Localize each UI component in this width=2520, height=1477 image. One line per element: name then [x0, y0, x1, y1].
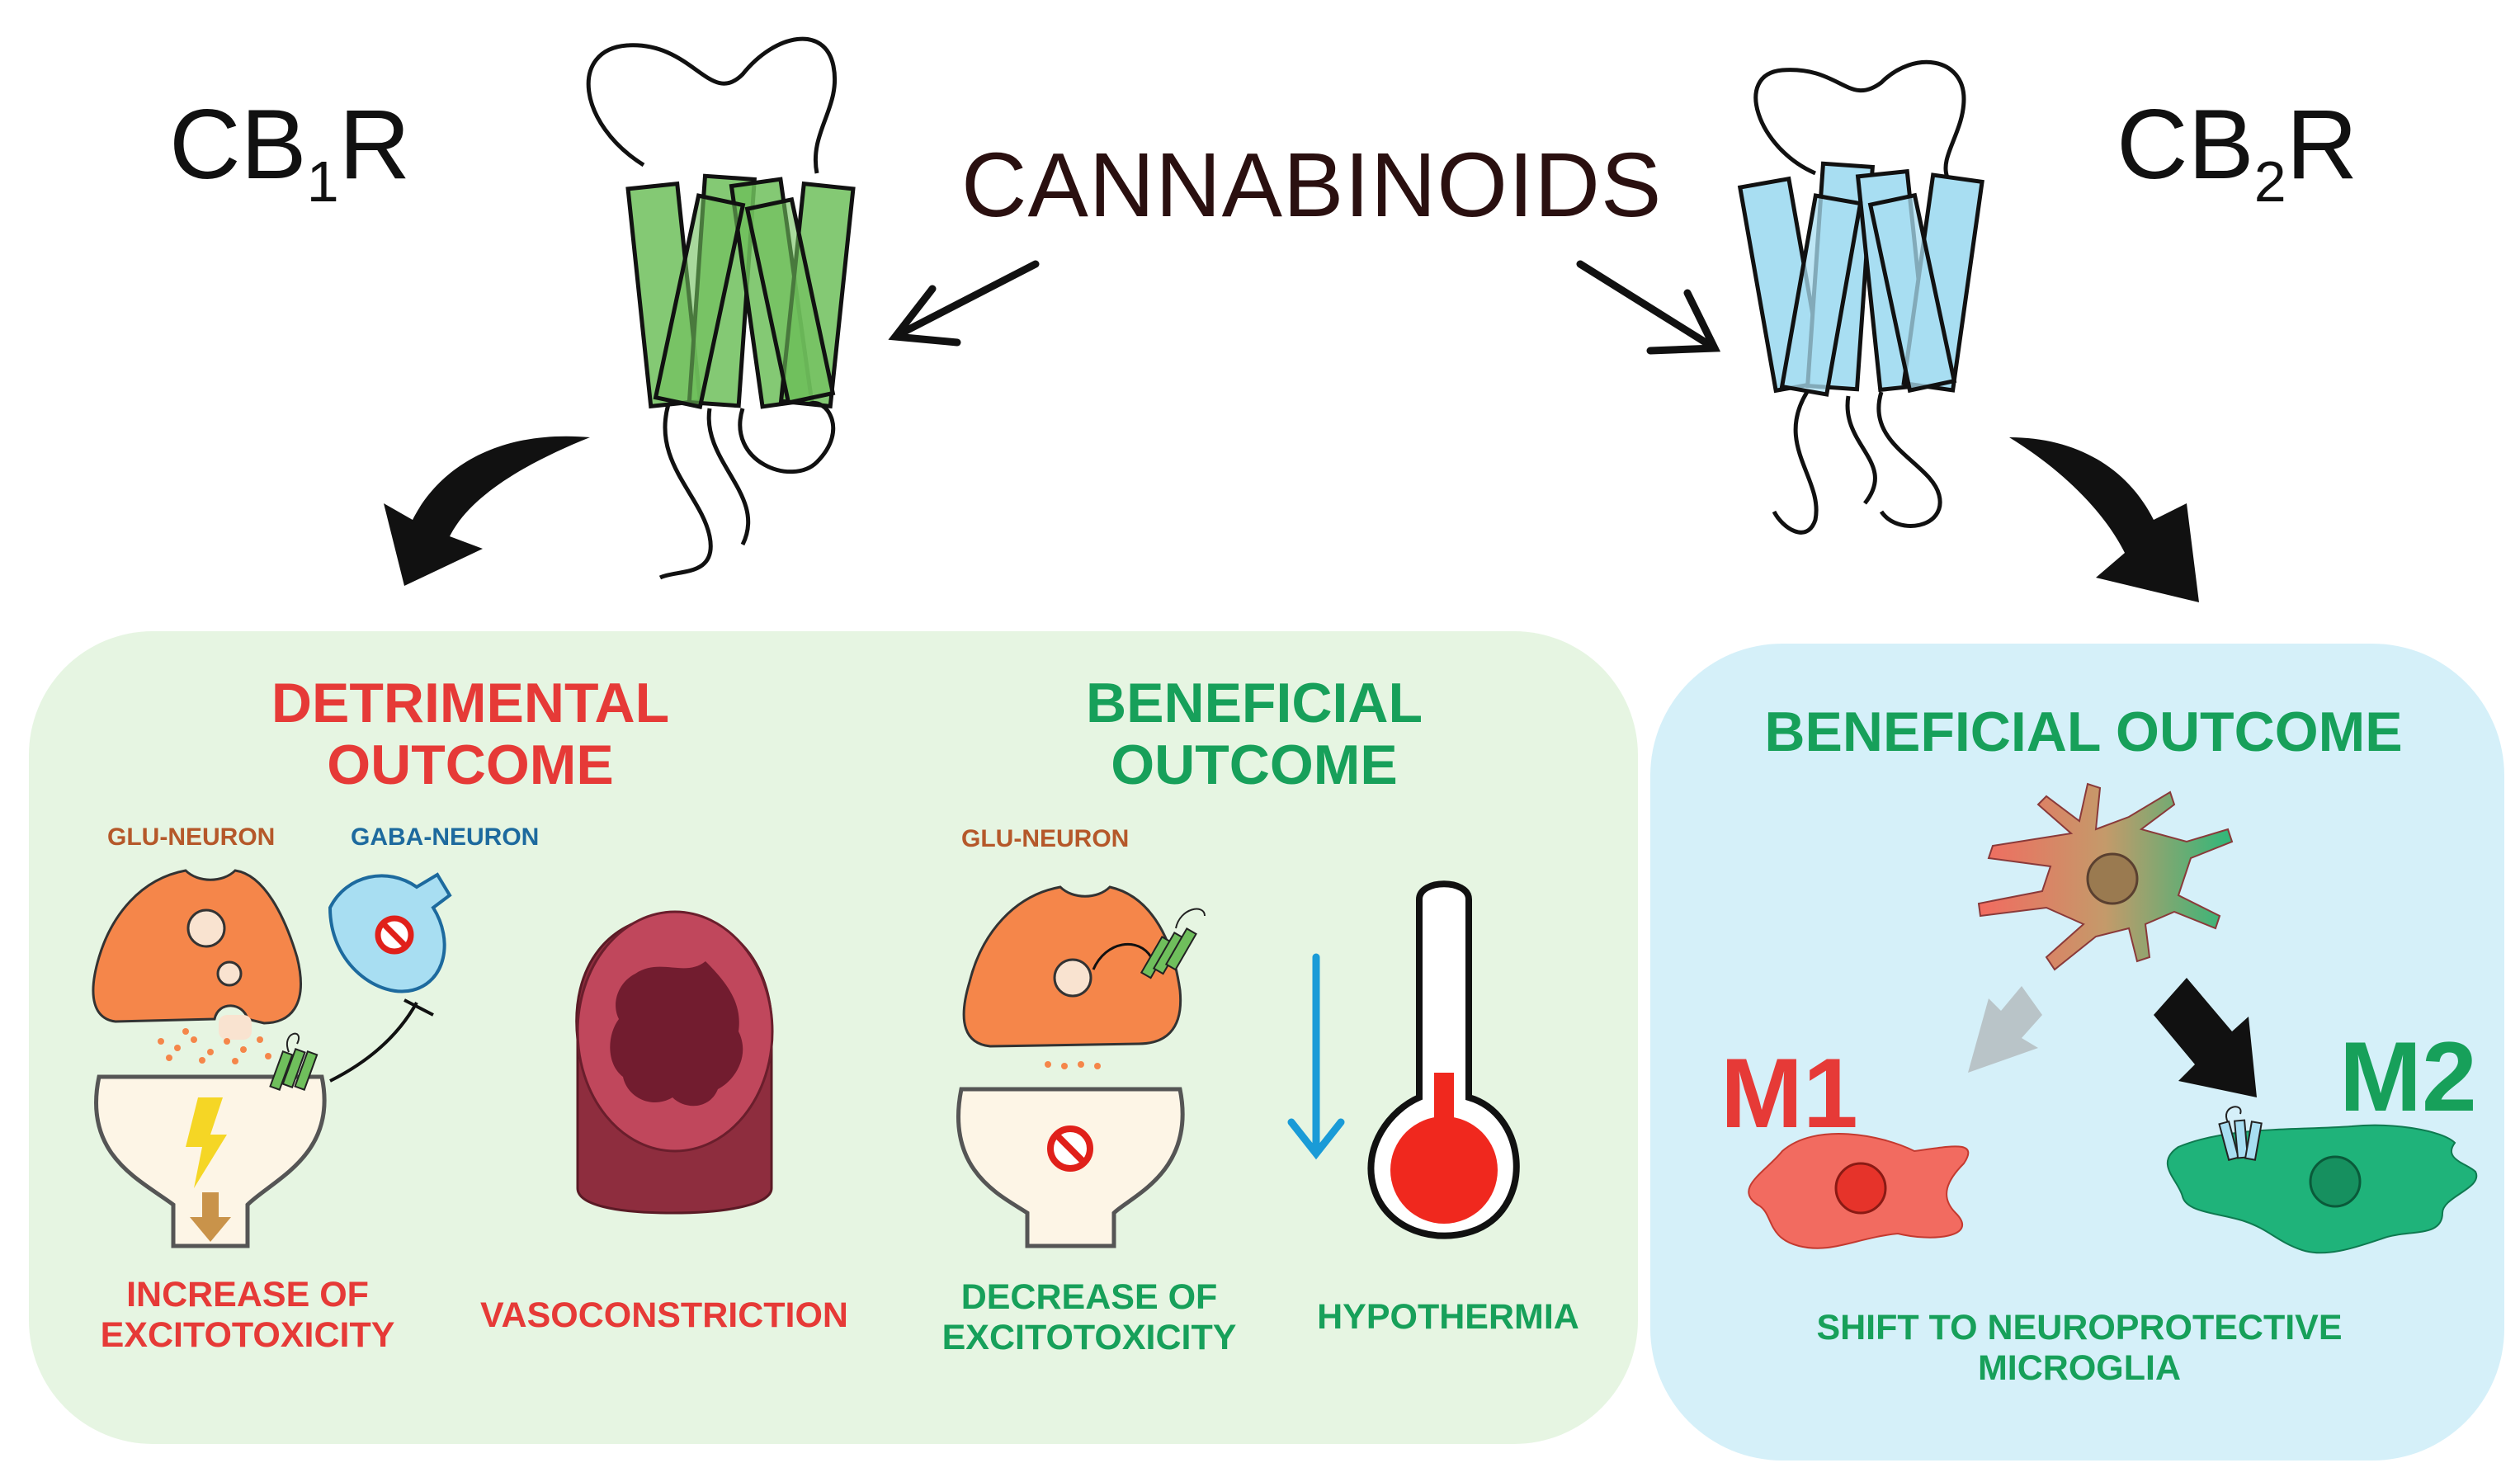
prohibit-icon — [375, 915, 414, 955]
inhibition-line — [329, 1002, 418, 1083]
left-panel — [29, 631, 1638, 1444]
cannabinoids-title: CANNABINOIDS — [961, 134, 1663, 236]
hypothermia-label: HYPOTHERMIA — [1317, 1297, 1579, 1337]
shift-microglia-label: SHIFT TO NEUROPROTECTIVE MICROGLIA — [1816, 1308, 2343, 1389]
cb2r-label-subscript: 2 — [2253, 149, 2286, 214]
prohibit-icon — [1047, 1125, 1093, 1172]
cb1r-label: CB1R — [169, 95, 410, 210]
curved-arrow-left — [384, 436, 590, 586]
curved-arrow-right — [2009, 437, 2199, 602]
cb1r-label-suffix: R — [338, 89, 411, 200]
inhibition-bar — [403, 998, 434, 1017]
cb2r-label: CB2R — [2117, 95, 2357, 210]
arrow-to-m2 — [2154, 978, 2257, 1097]
decrease-arrow-icon — [1287, 953, 1345, 1160]
down-arrow-icon — [190, 1192, 231, 1242]
beneficial-heading-right: BENEFICIAL OUTCOME — [1764, 701, 2403, 763]
cb1r-label-subscript: 1 — [306, 149, 339, 214]
gaba-neuron-label: GABA-NEURON — [351, 823, 540, 851]
glutamate-dots — [158, 1028, 271, 1064]
m2-label: M2 — [2339, 1022, 2477, 1132]
microglia-resting-icon — [1977, 782, 2234, 971]
arrow-to-cb2 — [1576, 260, 1721, 355]
cb2r-receptor-icon — [1737, 59, 1984, 535]
vesicle-release — [219, 1015, 252, 1040]
vasoconstriction-label: VASOCONSTRICTION — [480, 1295, 848, 1335]
vesicle-icon — [216, 960, 243, 987]
cb2r-label-prefix: CB — [2117, 89, 2254, 200]
inhibition-arc — [1092, 943, 1153, 970]
m2-microglia-icon — [2166, 1106, 2478, 1254]
small-cb1r-icon — [269, 1032, 319, 1091]
thermometer-icon — [1367, 880, 1520, 1239]
cb1r-receptor-icon — [586, 36, 856, 580]
m1-microglia-icon — [1748, 1133, 1970, 1249]
cb1r-label-prefix: CB — [169, 89, 307, 200]
glu-neuron-label-2: GLU-NEURON — [961, 825, 1130, 852]
m1-label: M1 — [1720, 1038, 1858, 1149]
vessel-icon — [575, 910, 774, 1215]
vesicle-icon — [1053, 958, 1092, 998]
beneficial-heading-left: BENEFICIAL OUTCOME — [1086, 672, 1423, 796]
vesicle-icon — [186, 908, 226, 948]
small-cb1r-icon — [1140, 908, 1206, 979]
lightning-icon — [186, 1097, 227, 1188]
arrow-to-m1 — [1968, 986, 2042, 1073]
right-panel — [1650, 644, 2504, 1460]
glu-neuron-label: GLU-NEURON — [107, 823, 276, 851]
arrow-to-cb1 — [888, 260, 1040, 347]
cb2r-label-suffix: R — [2286, 89, 2358, 200]
glutamate-dots — [1045, 1061, 1101, 1069]
increase-excitotoxicity-label: INCREASE OF EXCITOTOXICITY — [100, 1275, 395, 1356]
detrimental-heading: DETRIMENTAL OUTCOME — [271, 672, 670, 796]
decrease-excitotoxicity-label: DECREASE OF EXCITOTOXICITY — [941, 1277, 1237, 1358]
